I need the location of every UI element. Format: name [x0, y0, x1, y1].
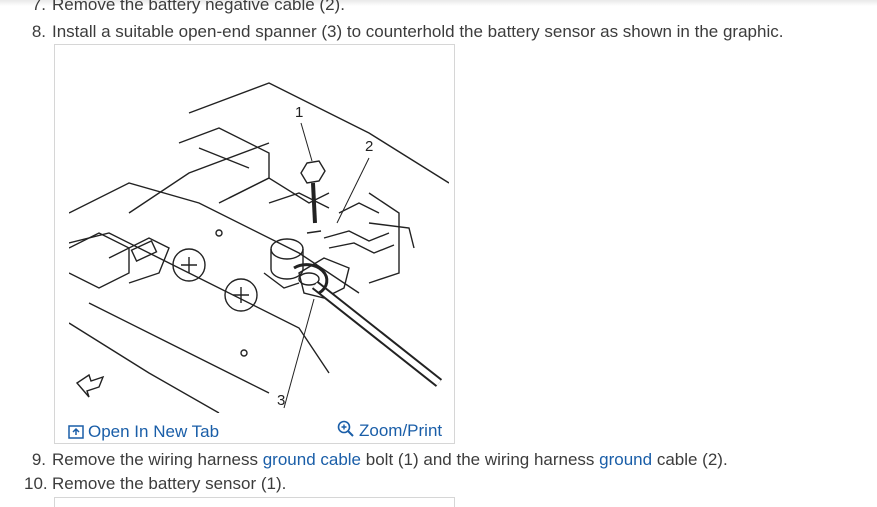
next-figure-box-edge	[54, 497, 455, 507]
open-new-tab-icon	[68, 425, 84, 439]
step-number: 8.	[31, 22, 46, 41]
top-shadow	[0, 0, 877, 6]
step-7: 7. Remove the battery negative cable (2).	[24, 0, 345, 15]
magnifier-zoom-icon	[337, 420, 354, 437]
callout-3: 3	[277, 392, 285, 409]
zoom-print-link[interactable]: Zoom/Print	[337, 420, 442, 441]
step-8: 8. Install a suitable open-end spanner (3…	[24, 22, 784, 42]
step-text: Remove the battery sensor (1).	[52, 474, 287, 493]
step-10: 10.Remove the battery sensor (1).	[24, 474, 286, 494]
step-number: 10.	[24, 474, 48, 493]
step-text: Remove the wiring harness	[52, 450, 263, 469]
illustration-figure: 1 2 3 Open In New Tab Zoom/Print	[54, 44, 455, 444]
zoom-print-label: Zoom/Print	[359, 421, 443, 440]
callout-1: 1	[295, 104, 303, 121]
step-text: cable (2).	[652, 450, 728, 469]
step-9: 9. Remove the wiring harness ground cable…	[24, 450, 728, 470]
step-number: 7.	[31, 0, 46, 14]
step-text: bolt (1) and the wiring harness	[361, 450, 600, 469]
step-number: 9.	[31, 450, 46, 469]
battery-sensor-illustration: 1 2 3	[69, 82, 449, 413]
direction-arrow-icon	[75, 373, 105, 398]
open-in-new-tab-label: Open In New Tab	[88, 422, 220, 441]
callout-2: 2	[365, 138, 373, 155]
open-in-new-tab-link[interactable]: Open In New Tab	[68, 422, 219, 442]
step-text: Install a suitable open-end spanner (3) …	[52, 22, 784, 41]
ground-cable-link[interactable]: ground cable	[262, 450, 362, 469]
ground-link[interactable]: ground	[599, 450, 653, 469]
step-text: Remove the battery negative cable (2).	[52, 0, 345, 14]
